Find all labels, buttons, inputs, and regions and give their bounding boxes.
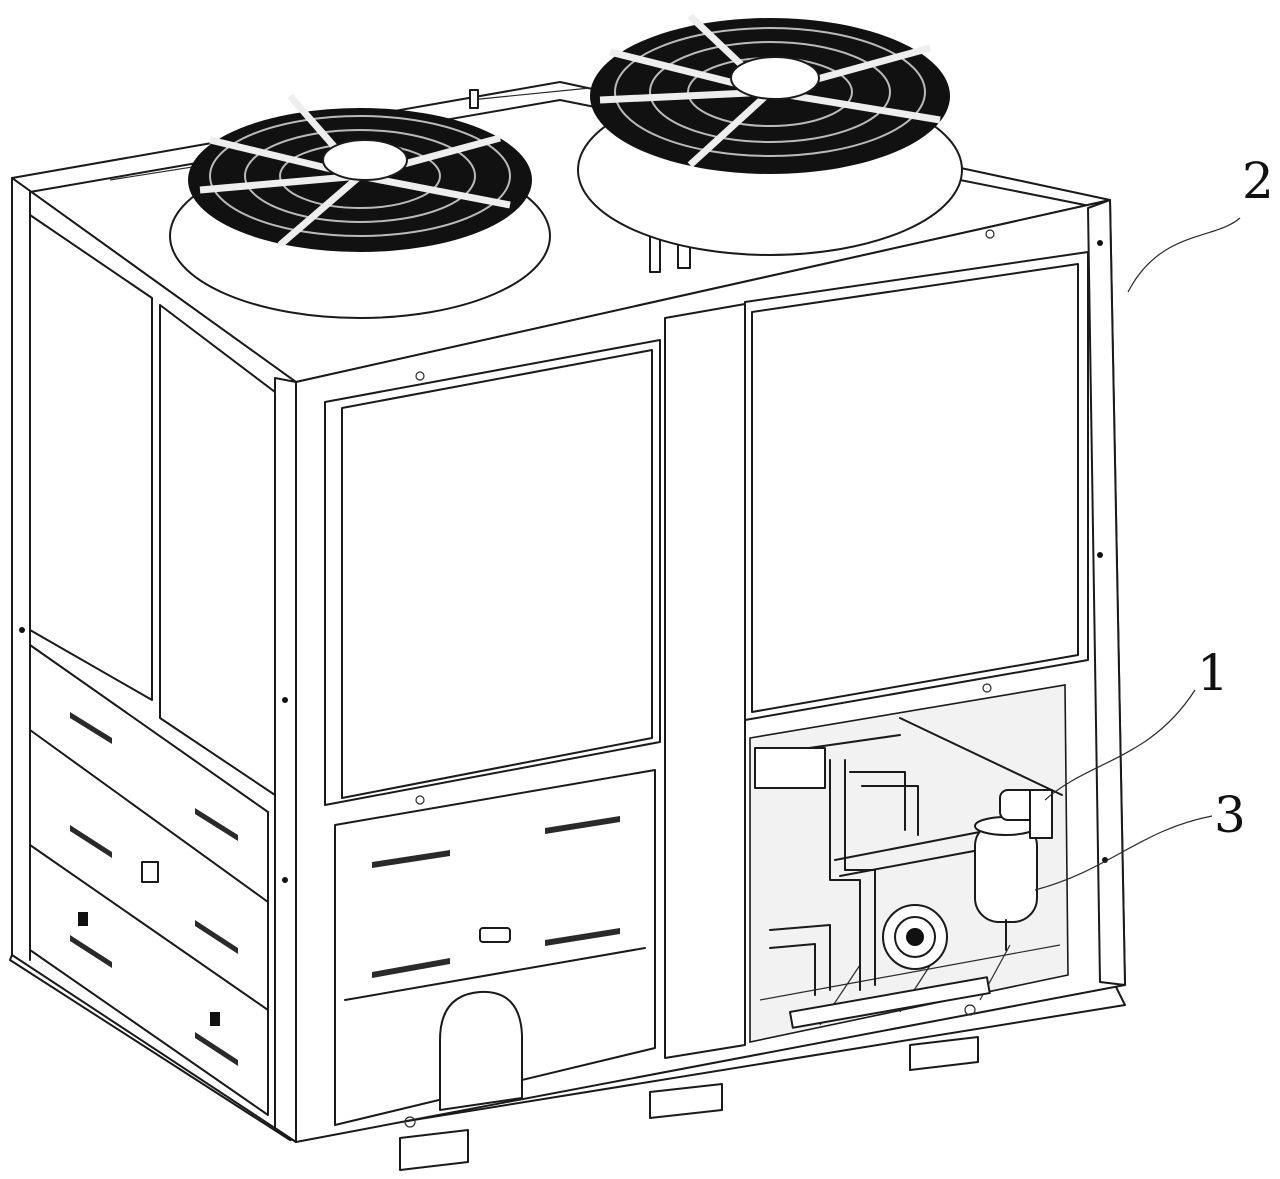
receiver-tank <box>754 747 826 789</box>
piping <box>769 759 991 996</box>
left-side-panel <box>11 177 297 1143</box>
compressor-2-icon <box>999 789 1053 839</box>
fan-icon-left <box>169 93 551 319</box>
fan-icon-right <box>577 13 963 256</box>
label-1: 1 <box>1197 644 1229 702</box>
front-handle-icon <box>479 927 511 943</box>
equipment-compartment <box>749 684 1069 1043</box>
front-vents <box>372 816 620 978</box>
left-latch-icon-2 <box>210 1012 220 1026</box>
left-vents <box>70 712 238 1066</box>
label-2: 2 <box>1242 152 1274 210</box>
leader-line-3 <box>1034 815 1213 891</box>
access-arch <box>439 990 523 1111</box>
leader-lines <box>1034 217 1241 891</box>
label-3: 3 <box>1214 786 1246 844</box>
left-latch-icon <box>78 912 88 926</box>
leader-line-2 <box>1127 217 1241 293</box>
leader-line-1 <box>1044 689 1196 801</box>
frame-posts <box>11 177 1126 1143</box>
flange-icon <box>882 904 948 970</box>
left-handle-icon <box>141 861 159 883</box>
